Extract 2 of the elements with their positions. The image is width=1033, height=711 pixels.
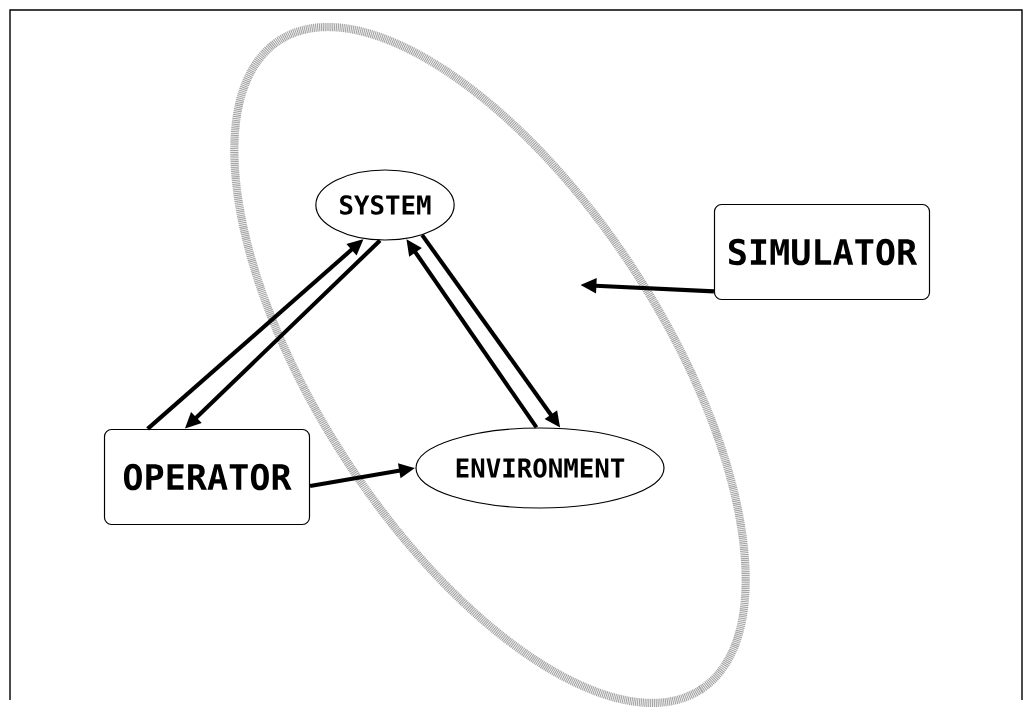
- label-box: SIMULATOR: [713, 203, 931, 301]
- label-box: OPERATOR: [103, 428, 311, 526]
